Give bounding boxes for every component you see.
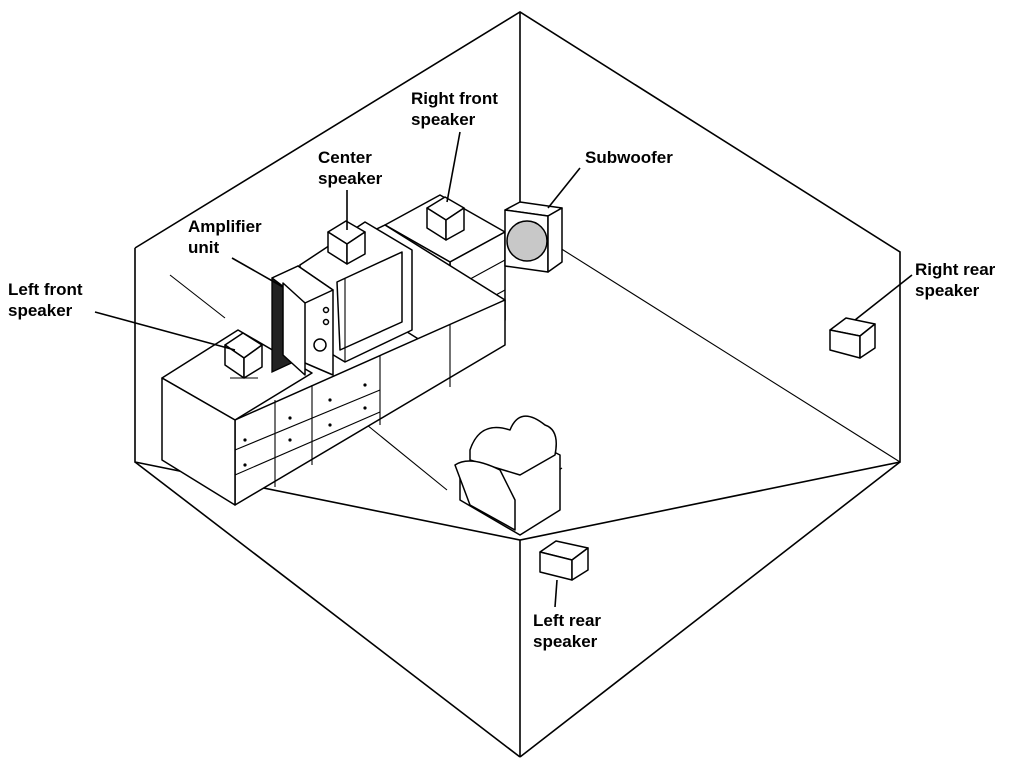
right-rear-speaker [829,317,876,359]
left-rear-speaker [539,540,589,581]
label-right-rear-speaker: Right rear speaker [915,260,1000,300]
label-left-front-speaker: Left front speaker [8,280,87,320]
amplifier-unit [271,264,334,376]
subwoofer [504,201,563,273]
label-center-speaker: Center speaker [318,148,383,188]
label-amplifier-unit: Amplifier unit [188,217,266,257]
label-right-front-speaker: Right front speaker [411,89,503,129]
left-front-speaker [224,332,263,379]
armchair [454,415,561,536]
right-front-speaker [426,196,465,241]
room-outline [134,11,901,758]
label-left-rear-speaker: Left rear speaker [533,611,606,651]
center-speaker [327,220,366,265]
label-subwoofer: Subwoofer [585,148,673,167]
leader-lines [94,131,913,608]
tv-cabinet [161,194,506,506]
